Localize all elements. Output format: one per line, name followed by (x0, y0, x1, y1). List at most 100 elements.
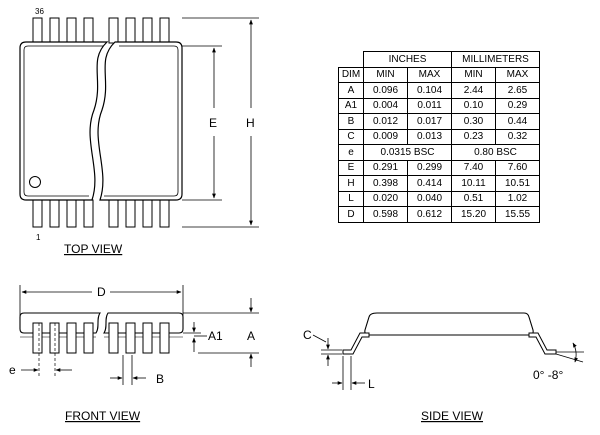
lead (83, 17, 94, 44)
dim-label-l: L (368, 377, 375, 391)
table-row: A 0.096 0.104 2.44 2.65 (338, 82, 540, 99)
table-group-header-mm: MILLIMETERS (451, 51, 540, 68)
table-cell-dim: A (338, 82, 364, 99)
table-cell: 0.040 (407, 190, 452, 207)
dim-label-d: D (97, 285, 106, 299)
lead (142, 322, 153, 354)
table-cell: 0.598 (363, 206, 408, 223)
dim-label-e-pitch: e (9, 363, 16, 377)
table-row: B 0.012 0.017 0.30 0.44 (338, 113, 540, 130)
table-cell: 0.096 (363, 82, 408, 99)
lead (49, 322, 60, 354)
lead (32, 322, 43, 354)
table-cell: 0.51 (451, 190, 496, 207)
table-column-header: MIN (363, 66, 408, 83)
table-row: e 0.0315 BSC 0.80 BSC (338, 144, 540, 161)
table-row: A1 0.004 0.011 0.10 0.29 (338, 97, 540, 114)
side-view-body (364, 312, 534, 336)
table-cell: 0.299 (407, 159, 452, 176)
dim-label-angle: 0° -8° (533, 368, 563, 382)
table-column-header: MIN (451, 66, 496, 83)
top-view: 36 1 E H TOP VIEW (19, 7, 259, 256)
dim-label-e-width: E (209, 116, 217, 130)
lead (32, 199, 43, 228)
table-cell: 0.612 (407, 206, 452, 223)
c-leader (312, 334, 327, 343)
lead (83, 199, 94, 228)
side-view-title: SIDE VIEW (421, 409, 484, 423)
lead (142, 199, 153, 228)
top-view-body-left (19, 41, 109, 201)
dim-label-b: B (156, 372, 164, 386)
lead (142, 17, 153, 44)
table-cell: 0.10 (451, 97, 496, 114)
table-cell: 15.20 (451, 206, 496, 223)
lead (159, 199, 170, 228)
lead (66, 322, 77, 354)
lead (108, 17, 119, 44)
lead (49, 199, 60, 228)
table-cell: 0.29 (495, 97, 540, 114)
table-column-header-row: DIM MIN MAX MIN MAX (338, 66, 540, 83)
dim-label-a: A (247, 329, 255, 343)
angle-arc (572, 342, 579, 363)
table-column-header: MAX (407, 66, 452, 83)
table-cell-dim: H (338, 175, 364, 192)
table-cell: 1.02 (495, 190, 540, 207)
dim-label-h: H (246, 116, 255, 130)
lead (159, 322, 170, 354)
table-cell: 0.004 (363, 97, 408, 114)
top-view-title: TOP VIEW (64, 242, 123, 256)
pin-first-label: 36 (35, 7, 44, 16)
table-cell: 2.44 (451, 82, 496, 99)
top-view-body-inner-left (23, 45, 103, 197)
table-cell: 0.32 (495, 128, 540, 145)
table-cell-bsc: 0.80 BSC (451, 144, 540, 161)
top-view-bottom-leads (32, 199, 170, 228)
lead (83, 322, 94, 354)
front-view-leads (32, 322, 170, 354)
table-cell-dim: B (338, 113, 364, 130)
table-cell: 0.398 (363, 175, 408, 192)
table-cell: 10.11 (451, 175, 496, 192)
table-cell: 0.013 (407, 128, 452, 145)
table-cell: 0.44 (495, 113, 540, 130)
table-cell: 0.30 (451, 113, 496, 130)
table-cell: 10.51 (495, 175, 540, 192)
table-cell-dim: L (338, 190, 364, 207)
table-column-header: DIM (338, 66, 364, 83)
table-cell-bsc: 0.0315 BSC (363, 144, 452, 161)
table-row: E 0.291 0.299 7.40 7.60 (338, 159, 540, 176)
table-cell: 15.55 (495, 206, 540, 223)
table-cell: 0.23 (451, 128, 496, 145)
front-view: D A1 A e B FRONT VIEW (9, 285, 259, 423)
table-row: C 0.009 0.013 0.23 0.32 (338, 128, 540, 145)
table-cell: 0.414 (407, 175, 452, 192)
lead (66, 17, 77, 44)
table-group-header-row: INCHES MILLIMETERS (338, 51, 540, 68)
table-cell: 0.020 (363, 190, 408, 207)
dim-label-a1: A1 (208, 329, 223, 343)
table-cell: 7.40 (451, 159, 496, 176)
table-cell: 0.104 (407, 82, 452, 99)
table-cell: 0.012 (363, 113, 408, 130)
table-row: D 0.598 0.612 15.20 15.55 (338, 206, 540, 223)
lead (108, 199, 119, 228)
lead (159, 17, 170, 44)
top-view-body-right (97, 41, 183, 201)
lead (108, 322, 119, 354)
table-cell: 0.017 (407, 113, 452, 130)
table-group-header-inches: INCHES (363, 51, 452, 68)
top-view-body-inner-right (104, 45, 179, 197)
side-view: C L 0° -8° SIDE VIEW (303, 312, 584, 423)
angle-lead-line (555, 353, 584, 363)
top-view-top-leads (32, 17, 170, 44)
table-row: H 0.398 0.414 10.11 10.51 (338, 175, 540, 192)
table-cell-dim: E (338, 159, 364, 176)
table-cell: 2.65 (495, 82, 540, 99)
table-cell-dim: C (338, 128, 364, 145)
table-cell-dim: A1 (338, 97, 364, 114)
table-cell-dim: e (338, 144, 364, 161)
table-cell-dim: D (338, 206, 364, 223)
